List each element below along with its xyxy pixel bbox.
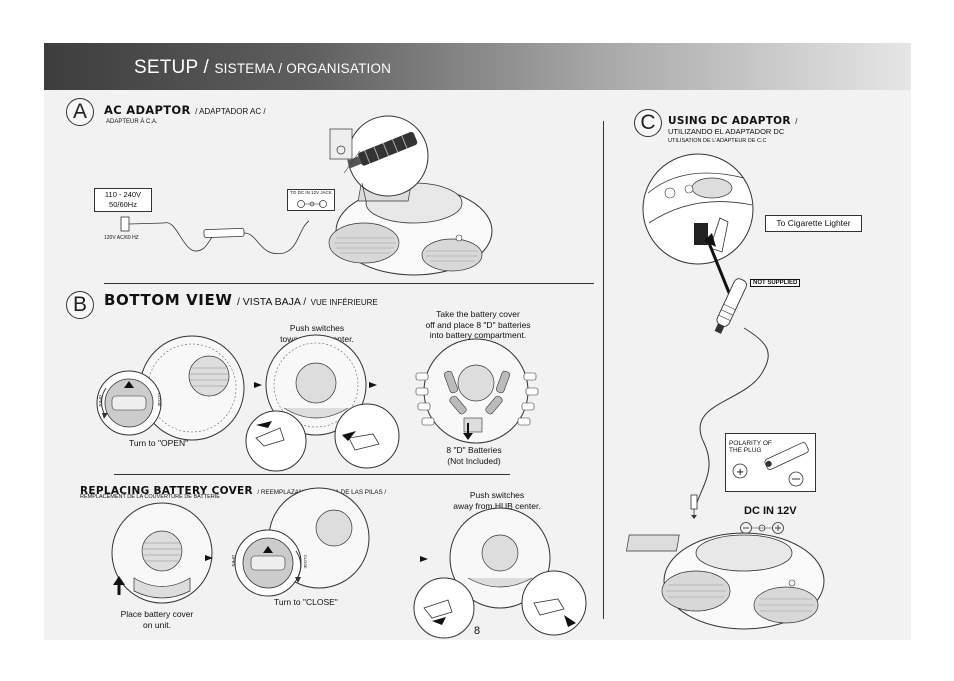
voltage-label: 110 - 240V 50/60Hz [94,188,152,212]
section-a-marker: A [66,98,94,126]
caption-batteries-line2: (Not Included) [447,455,501,466]
section-a-title-line2: ADAPTEUR À C.A. [106,119,158,125]
jack-label: TO DC IN 12V JACK [290,190,332,195]
caption-turn-open: Turn to "OPEN" [129,438,189,448]
header-bar: SETUP / SISTEMA / ORGANISATION [44,43,911,90]
plug-label: 120V AC/60 HZ [104,235,139,241]
not-supplied-label: NOT SUPPLIED [750,279,801,287]
caption-take-cover-line3: into battery compartment. [429,330,527,340]
divider-a-b [104,283,594,284]
voltage-label-line2: 50/60Hz [109,200,137,209]
svg-text:OPEN: OPEN [98,395,103,406]
section-c-title: USING DC ADAPTOR [668,115,791,127]
unit-place-cover [111,502,213,604]
section-a-title: AC ADAPTOR [104,103,191,117]
section-c-illustration: + [626,153,825,630]
page-number: 8 [474,625,481,637]
section-c-title-slash: / [795,117,798,126]
section-b-illustration: OPEN CLOSE [96,334,539,472]
svg-text:CLOSE: CLOSE [303,555,308,569]
section-c-marker: C [634,109,662,137]
divider-b-replace [114,474,510,475]
polarity-label-line2: THE PLUG [729,447,762,454]
section-a-illustration [120,115,493,276]
section-b-title-rest: / VISTA BAJA / [236,296,307,308]
caption-batteries-line1: 8 "D" Batteries [446,445,502,455]
caption-push-toward-line1: Push switches [289,323,345,333]
caption-push-away-line1: Push switches [469,490,525,500]
manual-page: SETUP / SISTEMA / ORGANISATION A AC ADAP… [44,43,911,640]
polarity-label: POLARITY OF THE PLUG [726,434,815,454]
page-title-main: SETUP / [134,57,209,78]
replacing-title: REPLACING BATTERY COVER [80,485,253,497]
section-b-title-rest-small: VUE INFÉRIEURE [310,298,378,307]
page-title: SETUP / SISTEMA / ORGANISATION [134,57,391,79]
jack-label-box: TO DC IN 12V JACK [287,189,335,211]
section-b-marker: B [66,291,94,319]
page-title-sub: SISTEMA / ORGANISATION [214,61,392,76]
section-b-heading: BOTTOM VIEW / VISTA BAJA / VUE INFÉRIEUR… [104,291,378,310]
unit-close-dial: OPEN CLOSE [231,487,370,597]
caption-place-cover-line1: Place battery cover [120,609,194,619]
section-c-title-line3: UTILISATION DE L'ADAPTEUR DE C.C [668,138,767,144]
caption-place-cover: Place battery cover on unit. [112,609,202,630]
caption-batteries: 8 "D" Batteries (Not Included) [439,445,509,466]
caption-turn-close: Turn to "CLOSE" [274,597,338,607]
section-c-heading: USING DC ADAPTOR / [668,111,797,129]
caption-place-cover-line2: on unit. [143,619,171,630]
divider-vertical [603,121,604,619]
cigarette-label: To Cigarette Lighter [765,215,862,232]
section-a-heading: AC ADAPTOR / ADAPTADOR AC / [104,101,266,119]
svg-text:OPEN: OPEN [231,555,236,566]
replacing-illustration: OPEN CLOSE [111,487,587,639]
replacing-title-line2: REMPLACEMENT DE LA COUVERTURE DE BATTERI… [80,494,220,500]
caption-take-cover-line2: off and place 8 "D" batteries [425,319,531,330]
caption-take-cover-line1: Take the battery cover [436,309,520,319]
caption-take-cover: Take the battery cover off and place 8 "… [412,309,544,341]
unit-push-toward [245,334,400,472]
dc-in-label: DC IN 12V [744,505,797,517]
svg-text:+: + [736,467,744,478]
unit-open-dial: OPEN CLOSE [96,335,245,441]
caption-push-away: Push switches away from HUB center. [442,490,552,511]
caption-push-away-line2: away from HUB center. [453,500,541,511]
section-c-title-line2: UTILIZANDO EL ADAPTADOR DC [668,127,785,136]
svg-text:CLOSE: CLOSE [157,393,162,407]
voltage-label-line1: 110 - 240V [104,190,142,199]
section-a-title-rest: / ADAPTADOR AC / [195,107,266,116]
polarity-label-line1: POLARITY OF [729,440,772,447]
unit-push-away [413,507,587,639]
section-b-title: BOTTOM VIEW [104,291,233,309]
unit-batteries [415,338,539,444]
